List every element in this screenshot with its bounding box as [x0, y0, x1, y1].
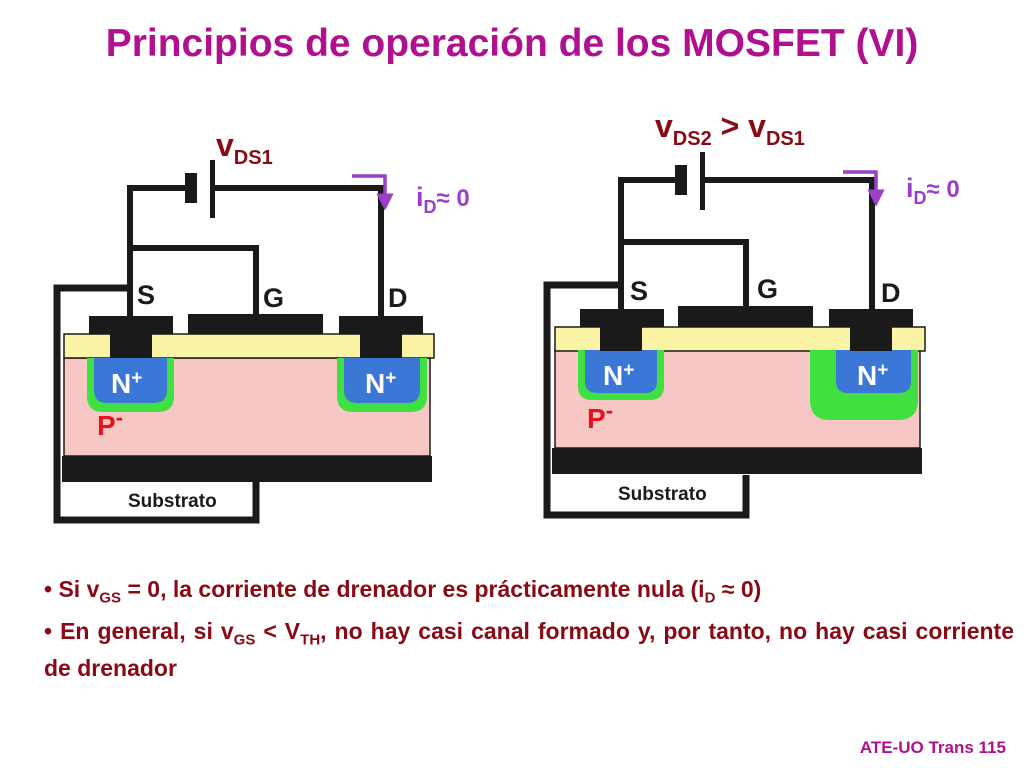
left-n-source-label: N+	[111, 368, 142, 399]
left-voltage-label: vDS1	[216, 127, 273, 169]
left-drain-via	[360, 316, 402, 358]
left-gate-label: G	[263, 283, 284, 313]
right-n-drain-region	[836, 350, 911, 393]
left-battery-icon	[185, 160, 215, 218]
left-battery-wire-left	[127, 185, 188, 318]
right-mosfet-diagram: vDS2 > vDS1 iD≈ 0 S G D N+ N+ P- Substra…	[543, 108, 960, 519]
left-source-via	[110, 316, 152, 358]
page-title: Principios de operación de los MOSFET (V…	[105, 22, 919, 65]
right-gate-contact	[678, 306, 813, 327]
right-n-drain-label: N+	[857, 360, 888, 391]
right-gate-wire	[621, 239, 749, 308]
slide-footer: ATE-UO Trans 115	[859, 738, 1006, 757]
left-gate-contact	[188, 314, 323, 334]
right-p-label: P-	[587, 398, 613, 434]
left-substrate-bar	[62, 456, 432, 482]
left-mosfet-diagram: vDS1 iD≈ 0 S G D N+ N+ P- Substrato	[53, 127, 470, 524]
right-source-via	[600, 309, 642, 351]
right-drain-via	[850, 309, 892, 351]
left-substrate-wire	[53, 284, 260, 524]
left-n-source-region	[94, 358, 167, 403]
right-gate-label: G	[757, 274, 778, 304]
right-battery-icon	[675, 152, 705, 210]
bullet-marker: •	[44, 576, 53, 602]
right-current-label: iD≈ 0	[906, 173, 960, 208]
right-source-label: S	[630, 276, 648, 306]
bullet-item-1: • Si vGS = 0, la corriente de drenador e…	[44, 576, 762, 607]
left-current-arrow-icon	[352, 174, 394, 211]
right-substrate-wire	[543, 281, 750, 519]
left-substrate-label: Substrato	[128, 491, 217, 512]
left-drain-label: D	[388, 283, 408, 313]
left-source-label: S	[137, 280, 155, 310]
right-battery-wire-right	[705, 177, 875, 312]
left-n-drain-label: N+	[365, 368, 396, 399]
right-n-source-region	[585, 350, 657, 393]
right-n-source-label: N+	[603, 360, 634, 391]
right-substrate-label: Substrato	[618, 484, 707, 505]
left-current-label: iD≈ 0	[416, 182, 470, 217]
bullet-item-2: • En general, si vGS < VTH, no hay casi …	[44, 618, 1014, 681]
right-current-arrow-icon	[843, 170, 885, 207]
left-n-drain-region	[344, 358, 420, 403]
left-p-label: P-	[97, 405, 123, 441]
right-substrate-bar	[552, 448, 922, 474]
right-voltage-label: vDS2 > vDS1	[655, 108, 805, 150]
right-drain-label: D	[881, 278, 901, 308]
left-battery-wire-right	[214, 185, 384, 318]
right-battery-wire-left	[618, 177, 678, 312]
bullet-list: • Si vGS = 0, la corriente de drenador e…	[44, 573, 1014, 691]
bullet-marker: •	[44, 618, 53, 645]
left-gate-wire	[130, 245, 259, 316]
